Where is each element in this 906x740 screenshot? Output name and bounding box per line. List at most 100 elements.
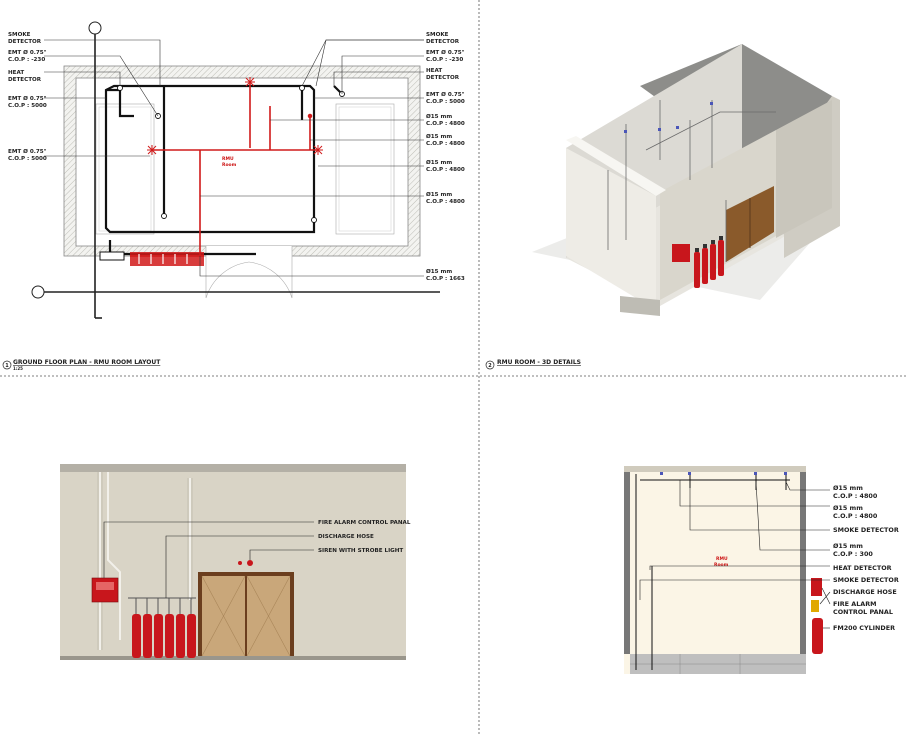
iso-left-wall-top	[566, 136, 666, 196]
callout-emt-230-l1: EMT Ø 0.75"	[8, 49, 47, 56]
plan-title-block: 1 GROUND FLOOR PLAN - RMU ROOM LAYOUT 1:…	[2, 359, 161, 371]
plan-leaders-left	[44, 39, 161, 157]
iso-fire-panel	[672, 244, 690, 262]
side-fm200-cylinder	[812, 618, 823, 654]
callout-r-pipe5-l1: Ø15 mm	[426, 268, 452, 275]
plan-room-label-line2: Room	[222, 162, 237, 168]
side-elevation-view: RMU Room Ø15 mm C.O.P : 4800 Ø15 mm C.O.…	[624, 466, 899, 674]
side-discharge-hose	[811, 600, 819, 612]
callout-r-pipe3-l2: C.O.P : 4800	[426, 167, 465, 173]
side-ceiling	[624, 466, 806, 472]
side-right-column	[800, 466, 806, 654]
callout-discharge-hose: DISCHARGE HOSE	[318, 534, 374, 540]
callout-siren-strobe: SIREN WITH STROBE LIGHT	[318, 548, 403, 554]
callout-r-heat-l1: HEAT	[426, 68, 442, 74]
side-floor-lines	[630, 654, 806, 674]
plan-fm200-cylinders	[99, 251, 204, 266]
callout-smoke-detector-l1: SMOKE	[8, 32, 31, 38]
side-callout-pipe3-l1: Ø15 mm	[833, 542, 863, 550]
plan-room-label-line1: RMU	[222, 156, 234, 162]
plan-emt-conduit	[104, 84, 343, 256]
side-callout-fire-alarm-l2: CONTROL PANAL	[833, 608, 893, 616]
elev-callouts: FIRE ALARM CONTROL PANAL DISCHARGE HOSE …	[318, 520, 411, 554]
callout-r-pipe3-l1: Ø15 mm	[426, 159, 452, 166]
plan-leaders-right	[199, 39, 424, 277]
iso-title-block: 2 RMU ROOM - 3D DETAILS	[485, 359, 581, 370]
plan-discharge-nozzles	[147, 77, 323, 155]
callout-emt-5000b-l2: C.O.P : 5000	[8, 156, 47, 162]
iso-pipes	[607, 100, 776, 262]
callout-r-heat-l2: DETECTOR	[426, 75, 460, 81]
side-callout-fm200: FM200 CYLINDER	[833, 624, 895, 632]
side-callouts: Ø15 mm C.O.P : 4800 Ø15 mm C.O.P : 4800 …	[833, 484, 899, 632]
iso-pipe-fittings	[624, 102, 713, 133]
side-callout-pipe3-l2: C.O.P : 300	[833, 550, 873, 558]
side-callout-pipe1-l2: C.O.P : 4800	[833, 492, 878, 500]
callout-r-emt5000-l1: EMT Ø 0.75"	[426, 91, 465, 98]
side-detector-markers	[660, 472, 787, 475]
callout-r-smoke-l1: SMOKE	[426, 32, 449, 38]
side-callout-smoke-detector: SMOKE DETECTOR	[833, 526, 899, 534]
side-callout-pipe2-l2: C.O.P : 4800	[833, 512, 878, 520]
callout-emt-5000a-l2: C.O.P : 5000	[8, 103, 47, 109]
plan-section-markers	[31, 21, 440, 319]
iso-3d-view: 2 RMU ROOM - 3D DETAILS	[485, 44, 840, 370]
side-room-label-line2: Room	[714, 562, 729, 568]
callout-smoke-detector-l2: DETECTOR	[8, 39, 42, 45]
plan-callouts-right: SMOKE DETECTOR EMT Ø 0.75" C.O.P : -230 …	[426, 32, 465, 282]
plan-view-title: GROUND FLOOR PLAN - RMU ROOM LAYOUT	[13, 359, 161, 366]
elev-pipes	[99, 472, 191, 650]
iso-left-low-wall	[566, 148, 656, 310]
iso-view-number: 2	[488, 363, 492, 369]
iso-base	[620, 296, 660, 316]
floor-plan-view: RMU Room SMOKE DETECTOR EMT Ø 0	[2, 21, 465, 371]
callout-r-pipe2-l2: C.O.P : 4800	[426, 141, 465, 147]
callout-r-pipe2-l1: Ø15 mm	[426, 133, 452, 140]
side-callout-pipe2-l1: Ø15 mm	[833, 504, 863, 512]
iso-view-title: RMU ROOM - 3D DETAILS	[497, 359, 581, 366]
side-callout-discharge-hose: DISCHARGE HOSE	[833, 588, 897, 596]
elev-cylinder-manifold	[128, 597, 196, 614]
side-wall	[624, 466, 806, 674]
side-leaders	[639, 480, 831, 629]
callout-emt-5000b-l1: EMT Ø 0.75"	[8, 148, 47, 155]
callout-emt-230-l2: C.O.P : -230	[8, 57, 45, 63]
callout-r-pipe4-l1: Ø15 mm	[426, 191, 452, 198]
elev-leaders	[103, 521, 314, 598]
elev-ceiling-band	[60, 464, 406, 472]
elev-floor-line	[60, 656, 406, 660]
iso-front-wall-side	[776, 100, 832, 238]
elev-door-pattern	[201, 575, 291, 657]
plan-view-scale: 1:25	[13, 366, 23, 371]
plan-detectors	[117, 85, 345, 223]
callout-r-emt230-l1: EMT Ø 0.75"	[426, 49, 465, 56]
iso-fm200-cylinders	[694, 240, 724, 288]
elev-panel-display	[96, 582, 114, 590]
callout-r-emt5000-l2: C.O.P : 5000	[426, 99, 465, 105]
callout-r-pipe5-l2: C.O.P : 1663	[426, 276, 465, 282]
callout-r-pipe1-l2: C.O.P : 4800	[426, 121, 465, 127]
callout-emt-5000a-l1: EMT Ø 0.75"	[8, 95, 47, 102]
side-callout-fire-alarm-l1: FIRE ALARM	[833, 600, 877, 608]
callout-fire-alarm-panal: FIRE ALARM CONTROL PANAL	[318, 520, 411, 526]
iso-cylinder-valves	[695, 236, 723, 252]
side-fire-panel	[811, 578, 822, 596]
elev-fm200-cylinders	[132, 614, 196, 658]
plan-callouts-left: SMOKE DETECTOR EMT Ø 0.75" C.O.P : -230 …	[8, 32, 47, 162]
front-elevation-view: FIRE ALARM CONTROL PANAL DISCHARGE HOSE …	[60, 464, 411, 660]
callout-heat-detector-l2: DETECTOR	[8, 77, 42, 83]
callout-r-pipe4-l2: C.O.P : 4800	[426, 199, 465, 205]
callout-heat-detector-l1: HEAT	[8, 70, 24, 76]
plan-walls	[63, 65, 421, 299]
side-callout-smoke-detector-2: SMOKE DETECTOR	[833, 576, 899, 584]
plan-view-number: 1	[5, 363, 9, 369]
side-callout-heat-detector: HEAT DETECTOR	[833, 564, 892, 572]
elev-siren	[247, 560, 253, 566]
side-room-label-line1: RMU	[716, 556, 728, 562]
side-callout-pipe1-l1: Ø15 mm	[833, 484, 863, 492]
side-conduits	[635, 474, 790, 670]
side-left-column	[624, 466, 630, 654]
elev-pipe-outlines	[97, 472, 193, 650]
